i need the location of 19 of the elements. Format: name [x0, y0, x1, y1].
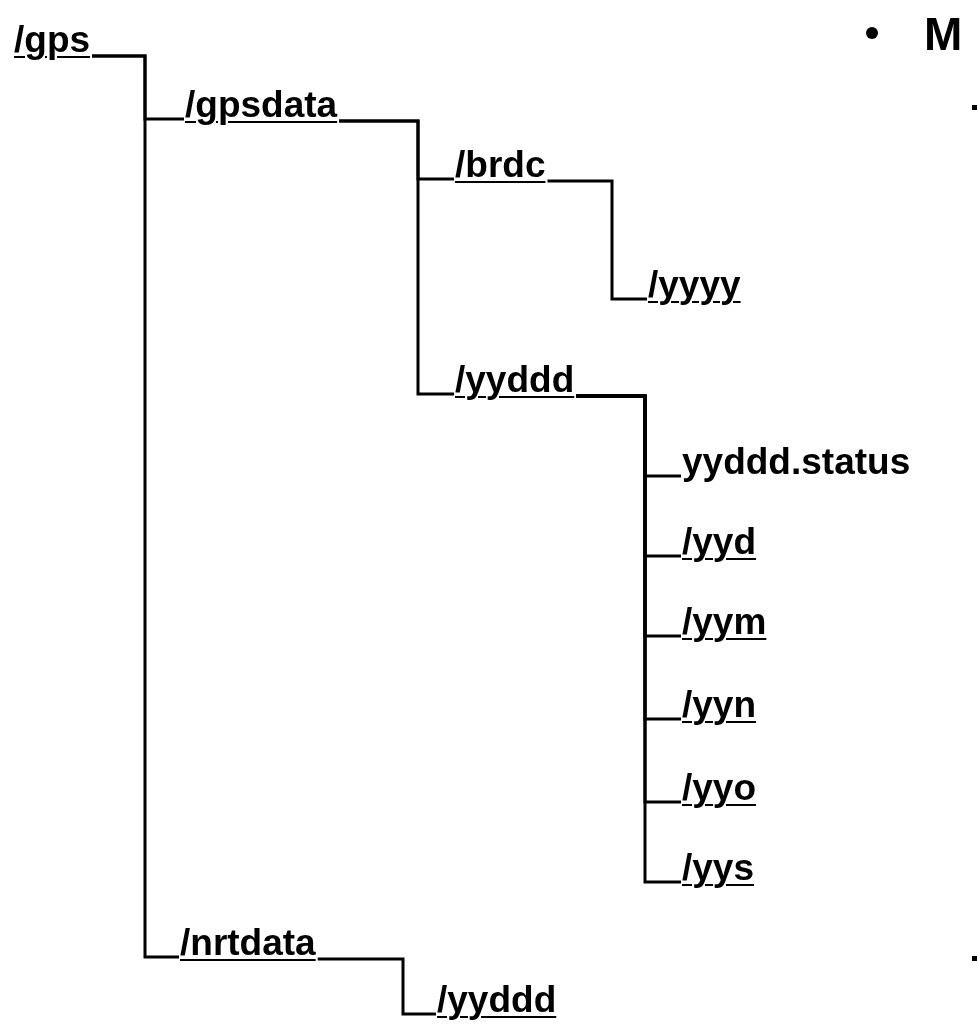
directory-name: /nrtdata: [180, 921, 316, 965]
directory-name: /yyd: [682, 520, 757, 564]
directory-name: /yyddd: [437, 978, 557, 1022]
file-name: yyddd.status: [682, 440, 911, 484]
directory-name: /yyo: [682, 766, 757, 810]
tree-connector: [317, 957, 436, 1016]
directory-name: /yys: [682, 846, 754, 890]
heading-text: M: [924, 8, 963, 60]
tree-connector: [547, 179, 647, 301]
directory-name: /yyn: [682, 683, 757, 727]
directory-name: /gps: [14, 18, 91, 62]
tree-connector: [576, 394, 681, 884]
directory-name: /yyyy: [648, 263, 741, 307]
directory-name: /gpsdata: [185, 83, 338, 127]
tree-connector: [92, 54, 179, 959]
tree-connector: [339, 119, 454, 396]
directory-name: /brdc: [455, 143, 546, 187]
directory-name: /yyddd: [455, 358, 575, 402]
directory-name: /yym: [682, 600, 767, 644]
